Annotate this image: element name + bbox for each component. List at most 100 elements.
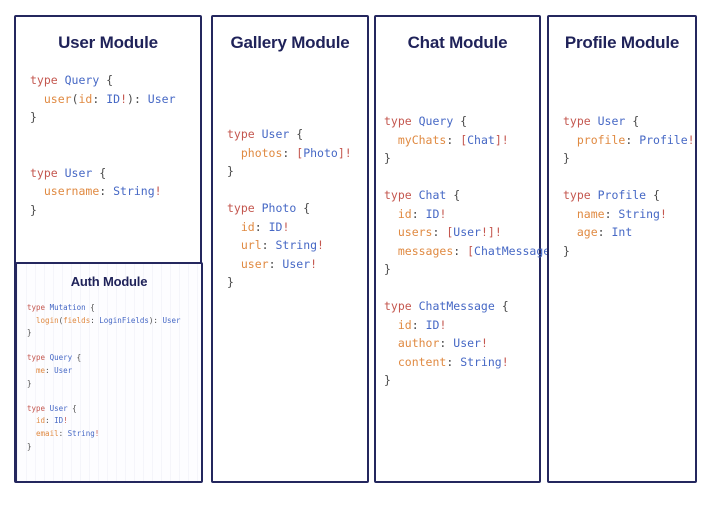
panel-auth-module-code: type Mutation { login(fields: LoginField… — [27, 302, 201, 453]
code-token: Profile — [639, 132, 688, 147]
code-token: } — [27, 441, 32, 451]
code-token — [27, 416, 36, 425]
code-token: Int — [611, 225, 633, 239]
code-token: Mutation — [49, 303, 86, 312]
code-line: type Chat { — [384, 186, 539, 205]
code-token — [384, 355, 398, 369]
code-line: type User { — [30, 164, 200, 183]
code-token: } — [227, 275, 234, 289]
panel-gallery-module-code: type User { photos: [Photo]!} type Photo… — [227, 125, 367, 292]
code-token: ! — [501, 132, 509, 147]
code-line: author: User! — [384, 334, 539, 353]
panel-auth-module-title: Auth Module — [70, 274, 148, 289]
code-token: ID — [268, 219, 283, 234]
code-token: myChats — [397, 132, 447, 147]
code-token: User — [54, 365, 73, 375]
code-token: { — [446, 188, 461, 202]
code-token — [384, 133, 398, 147]
code-token: author — [397, 336, 440, 350]
code-token: id — [397, 206, 412, 221]
code-line: type Profile { — [563, 186, 695, 205]
code-token: type — [384, 114, 419, 128]
code-line — [27, 340, 201, 353]
code-token: User — [282, 256, 311, 271]
code-line — [30, 145, 200, 164]
code-token: photos — [240, 145, 283, 160]
code-token: content — [397, 354, 447, 369]
code-token: } — [384, 373, 391, 387]
code-token: } — [227, 164, 234, 178]
code-token: ! — [282, 219, 290, 234]
code-token: type — [384, 188, 419, 202]
code-token: { — [92, 165, 107, 180]
code-token: ID — [425, 317, 440, 332]
code-token: login — [36, 315, 59, 325]
code-token: User — [597, 114, 626, 128]
code-line: } — [563, 149, 695, 168]
code-token: User — [147, 91, 176, 106]
code-token: { — [453, 114, 468, 128]
code-token: } — [384, 151, 391, 165]
code-token: User — [453, 225, 481, 239]
code-line: login(fields: LoginFields): User — [27, 315, 201, 328]
code-token: ] — [337, 145, 345, 160]
code-token: } — [563, 243, 570, 258]
code-token: ! — [94, 428, 100, 438]
panel-chat-module-code: type Query { myChats: [Chat]!} type Chat… — [384, 112, 564, 390]
code-token: String — [618, 206, 660, 221]
code-token — [27, 429, 36, 438]
code-token: : — [625, 132, 640, 147]
code-line — [30, 127, 200, 146]
code-token: : — [597, 225, 612, 239]
code-line: photos: [Photo]! — [227, 144, 367, 163]
code-token: ! — [494, 225, 502, 239]
panel-gallery-module[interactable]: Gallery Module type User { photos: [Phot… — [211, 15, 369, 483]
code-token: ID — [425, 206, 440, 221]
code-line: type User { — [27, 403, 201, 416]
code-token: ID — [54, 416, 64, 426]
code-line: } — [30, 108, 200, 127]
code-line: } — [27, 378, 201, 391]
code-token: Query — [49, 353, 73, 363]
code-token: { — [494, 299, 509, 313]
code-token: String — [113, 184, 155, 198]
code-token: : — [254, 219, 269, 234]
code-token: { — [625, 114, 640, 128]
code-token: me — [36, 365, 46, 375]
code-token: fields — [63, 315, 91, 325]
panel-chat-module[interactable]: Chat Module type Query { myChats: [Chat]… — [374, 15, 564, 483]
panel-user-module[interactable]: User Module type Query { user(id: ID!): … — [14, 15, 203, 483]
code-token: : — [432, 225, 447, 239]
code-token: { — [85, 303, 95, 312]
code-token: [ — [460, 132, 468, 147]
code-token: ! — [63, 416, 68, 426]
code-token: : — [268, 256, 283, 271]
code-token: [ — [467, 243, 475, 258]
code-line: } — [30, 201, 200, 220]
code-token: : — [446, 354, 461, 369]
panel-profile-module[interactable]: Profile Module type User { profile: Prof… — [547, 15, 697, 483]
code-token: age — [576, 225, 598, 239]
code-token: ! — [344, 145, 352, 160]
code-token: type — [27, 353, 50, 363]
code-token: ] — [494, 132, 502, 147]
code-token: { — [289, 127, 304, 141]
code-line: type ChatMessage { — [384, 297, 539, 316]
code-token: : — [45, 365, 55, 375]
code-line: type User { — [563, 112, 695, 131]
code-token: { — [99, 73, 114, 87]
code-token: ! — [120, 91, 128, 106]
code-token: user — [43, 91, 72, 106]
code-line: } — [227, 273, 367, 292]
code-token: User — [261, 127, 290, 141]
code-token: ! — [439, 206, 447, 221]
code-token: ! — [154, 184, 162, 198]
code-token — [563, 225, 577, 239]
code-line: url: String! — [227, 236, 367, 255]
code-token: : — [446, 132, 461, 147]
code-token: ] — [487, 225, 495, 239]
panel-auth-module[interactable]: Auth Module type Mutation { login(fields… — [15, 262, 203, 483]
code-token: Query — [418, 114, 454, 128]
code-token: User — [453, 336, 481, 350]
